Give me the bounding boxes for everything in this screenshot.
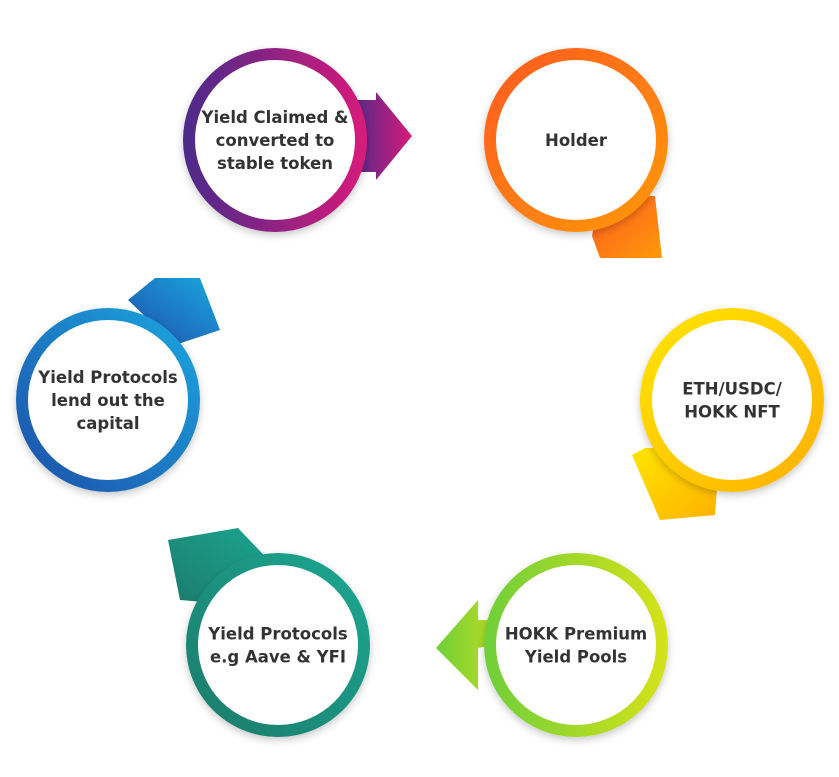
label-line: stable token [217, 154, 333, 173]
label-line: Holder [545, 131, 608, 150]
node-eth-usdc-nft: ETH/USDC/HOKK NFT [640, 308, 824, 492]
label-line: capital [76, 414, 139, 433]
label-yield-claimed: Yield Claimed & converted to stable token [201, 108, 349, 173]
label-line: HOKK NFT [684, 403, 780, 422]
label-line: lend out the [51, 391, 165, 410]
label-line: converted to [216, 131, 335, 150]
arrow-to-holder [350, 92, 412, 180]
node-lend-capital: Yield Protocols lend out the capital [16, 308, 200, 492]
label-line: HOKK Premium [505, 625, 647, 644]
arrow-to-yield-claimed [128, 278, 220, 345]
label-line: ETH/USDC/ [682, 380, 782, 399]
label-line: Yield Claimed & [201, 108, 349, 127]
label-line: Yield Pools [524, 648, 627, 667]
node-holder: Holder [484, 48, 668, 232]
label-holder: Holder [545, 131, 608, 150]
label-eth-usdc-nft: ETH/USDC/HOKK NFT [682, 380, 782, 422]
node-yield-claimed: Yield Claimed & converted to stable token [183, 48, 367, 232]
label-line: Yield Protocols [37, 368, 178, 387]
label-line: e.g Aave & YFI [210, 648, 346, 667]
label-aave-yfi: Yield Protocols e.g Aave & YFI [207, 625, 348, 667]
label-lend-capital: Yield Protocols lend out the capital [37, 368, 178, 433]
label-line: Yield Protocols [207, 625, 348, 644]
node-aave-yfi: Yield Protocols e.g Aave & YFI [186, 553, 370, 737]
